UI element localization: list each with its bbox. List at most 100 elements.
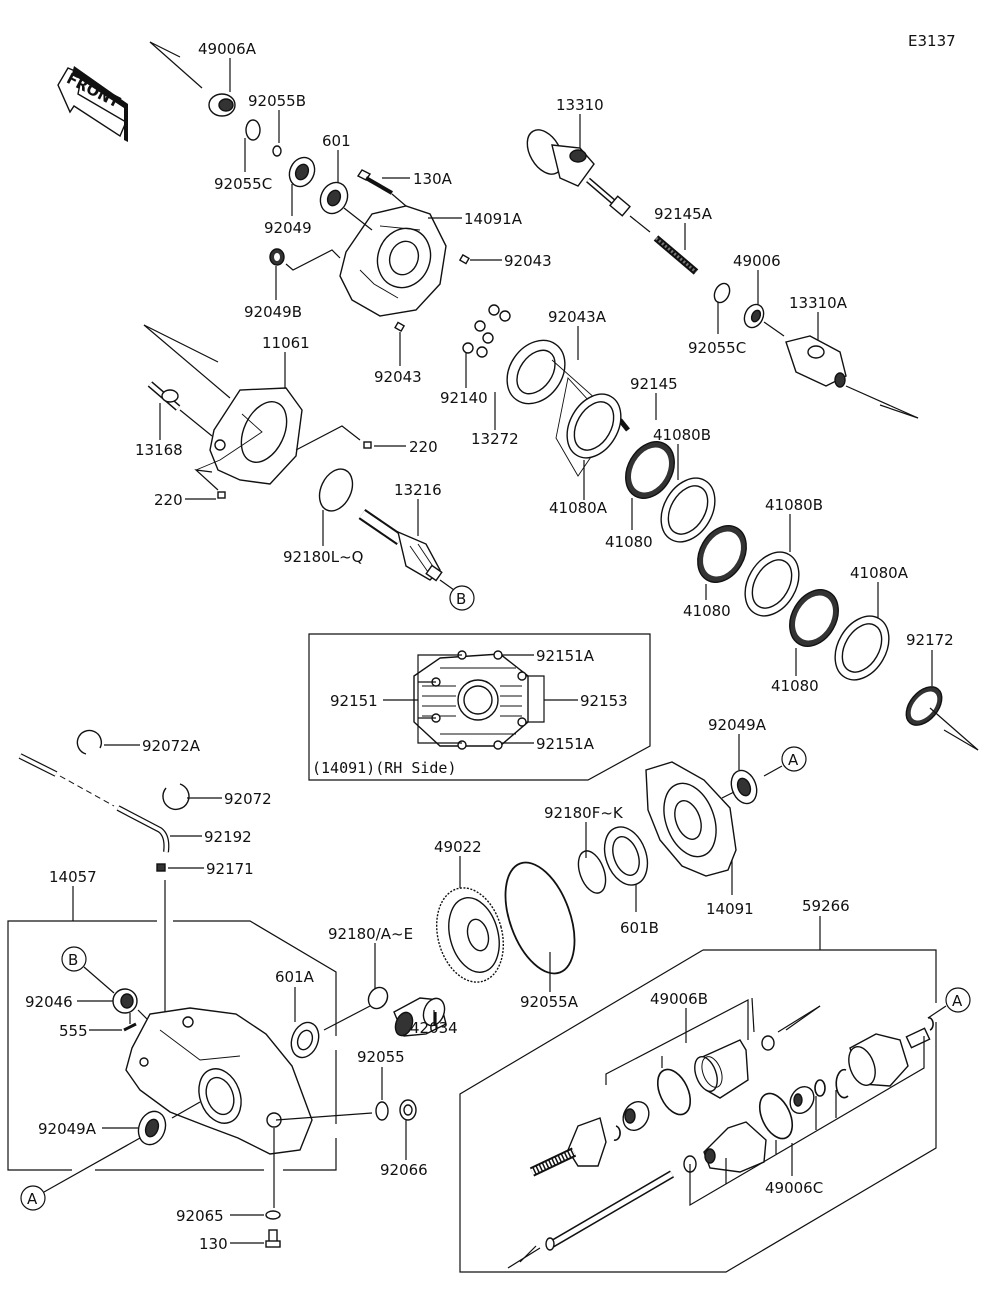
part-outer-cv-joint[interactable] [529,1117,607,1177]
part-49006C-clip[interactable] [814,1079,826,1097]
label-14057[interactable]: 14057 [49,868,97,886]
label-14091A[interactable]: 14091A [464,210,523,228]
label-92151A-top[interactable]: 92151A [536,647,595,665]
part-41080B-plate-2[interactable] [734,543,810,626]
label-92072A[interactable]: 92072A [142,737,201,755]
label-49006B[interactable]: 49006B [650,990,708,1008]
label-92049A-top[interactable]: 92049A [708,716,767,734]
part-49006B-clip[interactable] [613,1125,621,1141]
label-92145A[interactable]: 92145A [654,205,713,223]
part-92049A-seal-top[interactable] [727,767,761,807]
part-49006-seal[interactable] [741,301,767,330]
label-13310[interactable]: 13310 [556,96,604,114]
part-92046-bearing[interactable] [112,988,138,1014]
part-220-bolt-lower[interactable] [217,491,226,499]
label-41080-c[interactable]: 41080 [771,677,819,695]
part-92172-seal[interactable] [899,680,949,732]
label-92172[interactable]: 92172 [906,631,954,649]
part-92180FK-shim[interactable] [573,847,611,897]
part-92145-spring[interactable] [618,418,630,432]
label-92043-a[interactable]: 92043 [504,252,552,270]
label-13310A[interactable]: 13310A [789,294,848,312]
part-130A-bolt[interactable] [356,169,393,195]
label-92153[interactable]: 92153 [580,692,628,710]
part-130-bolt[interactable] [265,1229,281,1248]
part-92180AE-shim[interactable] [365,984,392,1012]
label-92049[interactable]: 92049 [264,219,312,237]
part-92145A-spring[interactable] [653,235,699,275]
label-49006[interactable]: 49006 [733,252,781,270]
part-92049B-seal[interactable] [269,248,285,266]
label-49022[interactable]: 49022 [434,838,482,856]
label-92043A[interactable]: 92043A [548,308,607,326]
label-92055C-right[interactable]: 92055C [688,339,746,357]
part-13216-pinion[interactable] [358,509,443,582]
label-41080B-b[interactable]: 41080B [765,496,823,514]
part-41080-disc-2[interactable] [688,517,756,591]
label-92192[interactable]: 92192 [204,828,252,846]
part-49022-ring-gear[interactable] [427,880,514,989]
label-11061[interactable]: 11061 [262,334,310,352]
label-92055[interactable]: 92055 [357,1048,405,1066]
part-14091A-housing[interactable] [339,205,447,317]
part-41080A-plate[interactable] [556,385,632,468]
label-130[interactable]: 130 [199,1235,228,1253]
label-59266[interactable]: 59266 [802,897,850,915]
part-13310A-joint[interactable] [785,335,847,388]
part-601-bearing[interactable] [315,178,352,218]
part-555-pin[interactable] [123,1022,137,1032]
label-601A[interactable]: 601A [275,968,315,986]
part-92192-hose[interactable] [18,753,170,853]
label-92055C-top[interactable]: 92055C [214,175,272,193]
label-92046[interactable]: 92046 [25,993,73,1011]
label-92145[interactable]: 92145 [630,375,678,393]
part-92043-pin-lower[interactable] [394,321,406,333]
label-601[interactable]: 601 [322,132,351,150]
part-92055A-oring[interactable] [492,853,588,983]
part-41080-disc-3[interactable] [780,581,848,655]
part-49006B-band[interactable] [651,1064,697,1119]
part-92049-seal[interactable] [285,153,319,190]
part-92055C-oring[interactable] [245,119,261,141]
part-601A-bearing[interactable] [287,1019,324,1062]
part-13272-cam[interactable] [495,329,577,415]
label-92151A-bot[interactable]: 92151A [536,735,595,753]
label-92066[interactable]: 92066 [380,1161,428,1179]
part-49006C-inner-joint[interactable] [785,1082,818,1117]
label-92055B[interactable]: 92055B [248,92,306,110]
label-49006A[interactable]: 49006A [198,40,257,58]
part-49006B-boot[interactable] [690,1039,749,1099]
label-92043-b[interactable]: 92043 [374,368,422,386]
part-14057-housing[interactable] [125,1007,313,1155]
label-14091[interactable]: 14091 [706,900,754,918]
part-49006C-circlip[interactable] [835,1068,849,1099]
label-92140[interactable]: 92140 [440,389,488,407]
label-92180FK[interactable]: 92180F~K [544,804,624,822]
label-13272[interactable]: 13272 [471,430,519,448]
part-14091-cover[interactable] [645,761,737,877]
label-41080B-a[interactable]: 41080B [653,426,711,444]
part-49006C-boot[interactable] [703,1121,767,1173]
label-92049B[interactable]: 92049B [244,303,302,321]
part-49006B-small-band[interactable] [761,1035,775,1051]
label-220-a[interactable]: 220 [409,438,438,456]
label-601B[interactable]: 601B [620,919,659,937]
label-13216[interactable]: 13216 [394,481,442,499]
part-inner-cv-joint[interactable] [844,1027,931,1089]
part-axle-shaft[interactable] [545,1170,675,1251]
label-92065[interactable]: 92065 [176,1207,224,1225]
part-92140-balls[interactable] [462,304,511,358]
label-92055A[interactable]: 92055A [520,993,579,1011]
part-49006A-seal[interactable] [208,93,236,117]
part-92055B-oring[interactable] [272,145,282,157]
part-92171-fitting[interactable] [156,863,166,872]
label-92072[interactable]: 92072 [224,790,272,808]
label-41080A-a[interactable]: 41080A [549,499,608,517]
label-41080A-b[interactable]: 41080A [850,564,909,582]
part-92049A-seal-lower[interactable] [134,1108,170,1149]
part-92055-oring[interactable] [375,1101,389,1121]
part-601B-bearing[interactable] [597,821,655,891]
part-92066-plug[interactable] [399,1099,417,1121]
part-41080-disc-1[interactable] [616,433,684,507]
part-13168-shaft[interactable] [147,381,181,411]
